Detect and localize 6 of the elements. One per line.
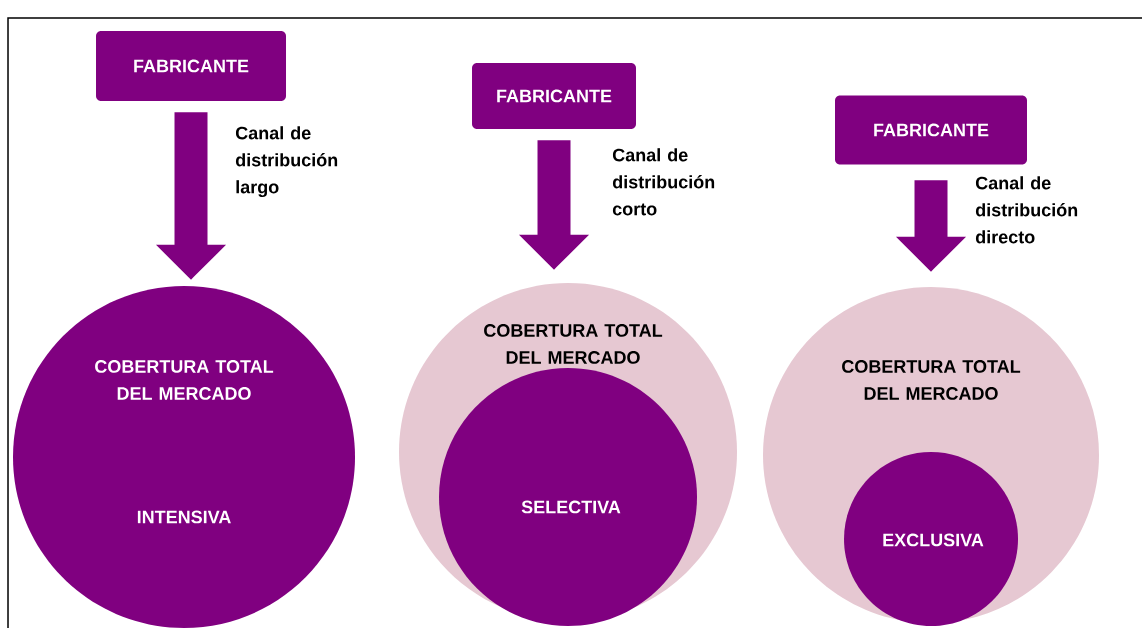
manufacturer-box: FABRICANTE	[96, 31, 286, 101]
manufacturer-box: FABRICANTE	[472, 63, 636, 129]
edge-label: Canal de distribución directo	[975, 176, 1078, 244]
edge-label: Canal de distribución corto	[612, 148, 715, 216]
edge-label: Canal de distribución largo	[235, 126, 338, 198]
manufacturer-box: FABRICANTE	[835, 95, 1027, 165]
